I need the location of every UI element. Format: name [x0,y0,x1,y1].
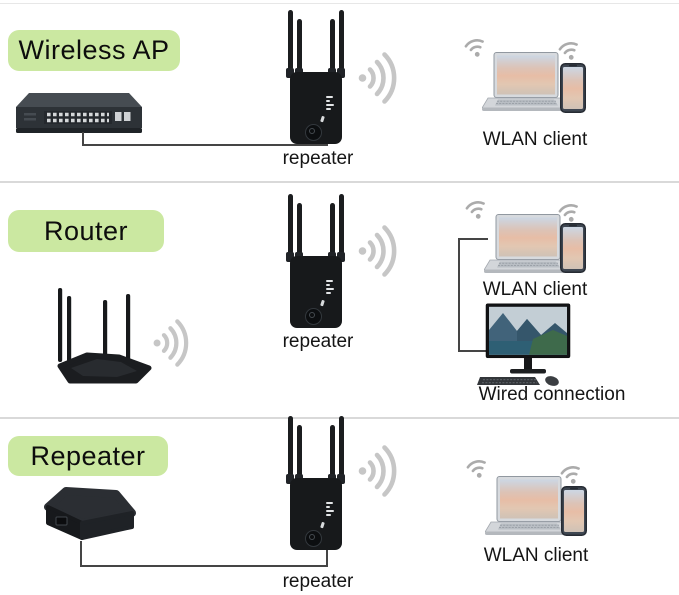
smartphone [561,486,587,536]
access-point-box [44,487,136,540]
repeater-body [290,256,342,328]
led-indicator [320,115,325,123]
wps-button [305,124,322,141]
antenna [328,19,336,78]
wifi-repeater-device [286,194,345,332]
cable-line [458,238,488,240]
section-label-text: Repeater [30,440,146,471]
section-label-text: Router [43,215,129,246]
antenna [295,203,303,262]
wifi-signal-icon [358,225,397,277]
led-indicator [320,299,325,307]
antenna [337,10,345,78]
cable-line [80,541,82,567]
repeater-caption: repeater [282,331,354,352]
cable-line [458,350,492,352]
repeater-body [290,478,342,550]
wlan-client-caption: WLAN client [483,545,589,566]
wifi-signal-icon [153,319,189,367]
wifi-signal-icon [358,445,397,497]
brand-logo [326,502,334,516]
section-label-repeater: Repeater [8,436,168,476]
antenna [295,425,303,484]
wifi-icon [466,460,486,478]
section-label-wireless-ap: Wireless AP [8,30,180,71]
keyboard [477,377,540,385]
cable-line [82,144,328,146]
wps-button [305,308,322,325]
wifi-icon [558,42,578,60]
wps-button [305,530,322,547]
antenna [295,19,303,78]
antenna [328,425,336,484]
wifi-icon [465,201,485,219]
wifi-router [57,288,152,384]
cable-line [326,549,328,566]
antenna [286,10,294,78]
section-divider [0,181,679,183]
repeater-body [290,72,342,144]
cable-line [458,238,460,352]
repeater-caption: repeater [282,148,354,169]
section-label-text: Wireless AP [18,35,170,65]
wlan-client-caption: WLAN client [482,129,588,150]
wifi-repeater-device [286,10,345,148]
wifi-icon [558,204,578,222]
network-switch [16,93,142,133]
wired-connection-caption: Wired connection [478,384,626,405]
wifi-signal-icon [358,52,397,104]
repeater-caption: repeater [282,571,354,592]
cable-line [80,565,328,567]
desktop-computer [477,303,571,386]
antenna [337,416,345,484]
laptop [482,52,570,111]
antenna [337,194,345,262]
desktop-monitor [485,303,571,374]
mouse [545,376,559,386]
led-indicator [320,521,325,529]
wifi-repeater-device [286,416,345,554]
brand-logo [326,280,334,294]
wlan-client-caption: WLAN client [482,279,588,300]
antenna [286,416,294,484]
brand-logo [326,96,334,110]
cable-line [82,132,84,146]
laptop [484,214,572,273]
smartphone [560,223,586,273]
wifi-icon [464,39,484,57]
smartphone [560,63,586,113]
antenna [286,194,294,262]
section-label-router: Router [8,210,164,252]
wifi-icon [560,466,580,484]
antenna [328,203,336,262]
top-border [0,3,679,4]
laptop [485,476,573,535]
